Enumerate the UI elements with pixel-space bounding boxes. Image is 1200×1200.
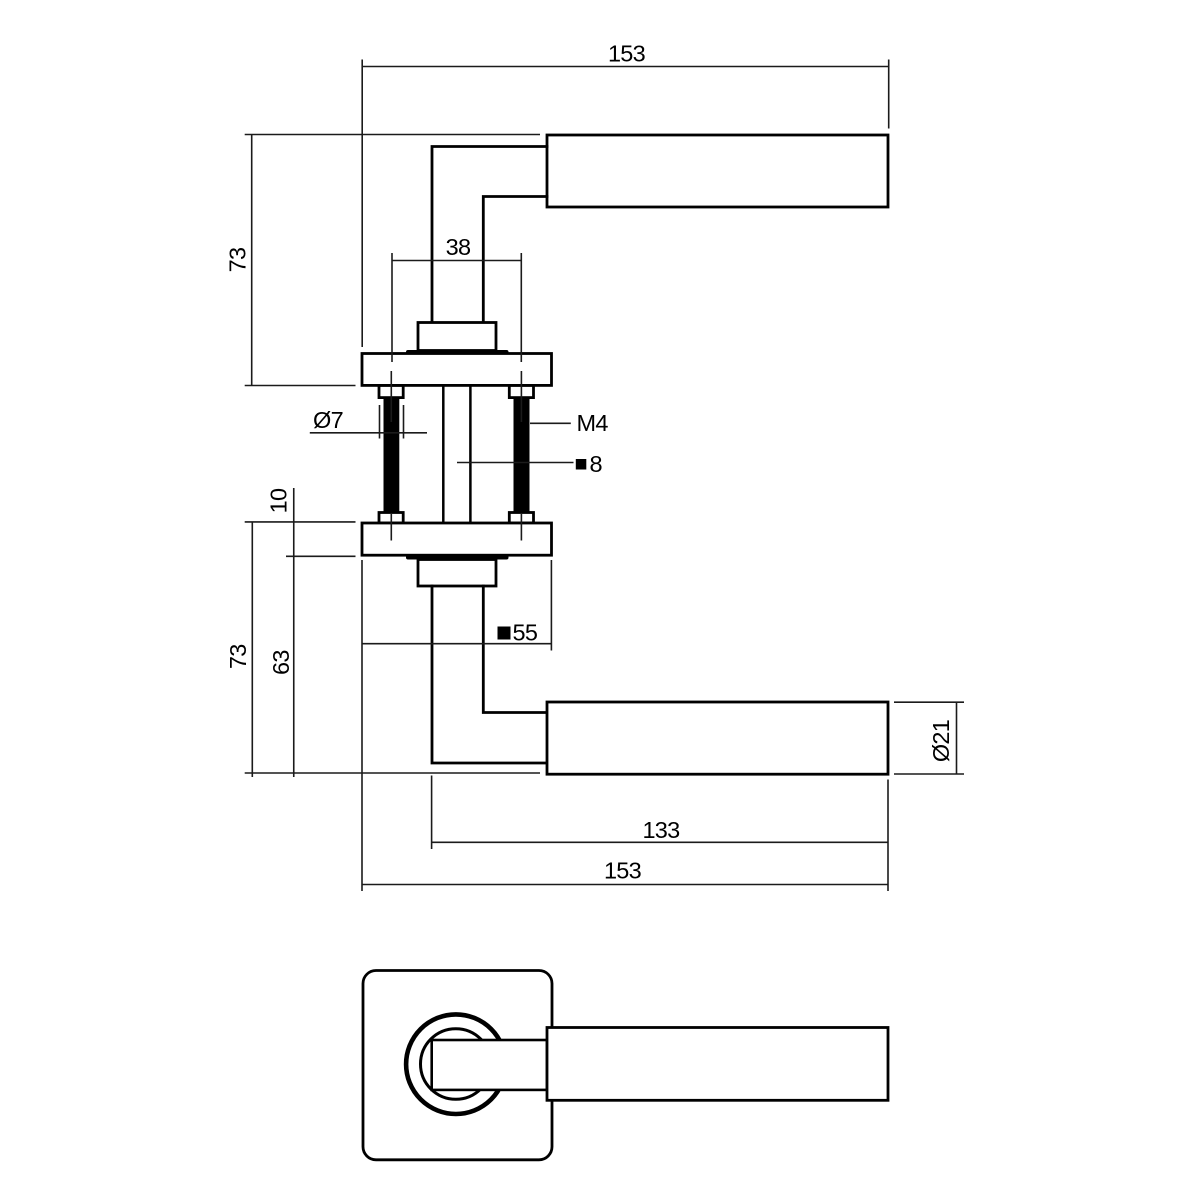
svg-text:63: 63 [268, 650, 294, 675]
svg-text:73: 73 [225, 247, 251, 272]
svg-text:133: 133 [642, 817, 680, 843]
svg-text:10: 10 [266, 488, 292, 513]
svg-text:Ø7: Ø7 [313, 407, 343, 433]
svg-text:153: 153 [604, 857, 642, 883]
svg-text:Ø21: Ø21 [928, 720, 954, 762]
svg-text:8: 8 [590, 451, 603, 477]
svg-text:38: 38 [446, 234, 471, 260]
svg-text:153: 153 [608, 40, 646, 66]
svg-text:M4: M4 [577, 410, 609, 436]
svg-text:73: 73 [225, 644, 251, 669]
svg-text:55: 55 [513, 620, 538, 646]
